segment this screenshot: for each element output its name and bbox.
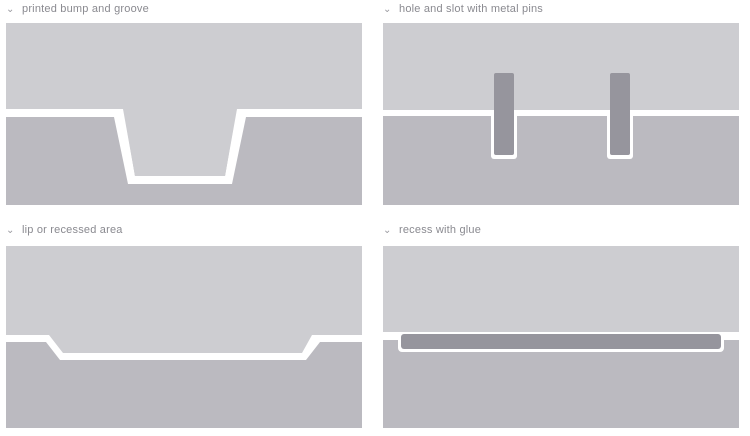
chevron-down-icon: ⌄: [6, 225, 15, 236]
chevron-down-icon: ⌄: [383, 225, 392, 236]
top-part: [383, 23, 739, 110]
diagram-bump-and-groove: [6, 23, 362, 205]
diagram-lip-or-recess: [6, 246, 362, 428]
gap-line: [383, 109, 739, 116]
chevron-down-icon: ⌄: [383, 4, 392, 15]
caption-recess-with-glue: ⌄recess with glue: [383, 224, 482, 236]
caption-bump-and-groove: ⌄printed bump and groove: [6, 3, 149, 15]
caption-hole-and-slot: ⌄hole and slot with metal pins: [383, 3, 543, 15]
top-part: [383, 246, 739, 334]
gap-outline: [6, 106, 362, 184]
glue-layer: [401, 334, 721, 349]
diagram-hole-and-slot: [383, 23, 739, 205]
metal-pin-right: [610, 73, 630, 155]
diagram-recess-with-glue: [383, 246, 739, 428]
caption-lip-or-recess: ⌄lip or recessed area: [6, 224, 123, 236]
metal-pin-left: [494, 73, 514, 155]
top-part: [6, 23, 362, 176]
top-part: [6, 246, 362, 353]
chevron-down-icon: ⌄: [6, 4, 15, 15]
